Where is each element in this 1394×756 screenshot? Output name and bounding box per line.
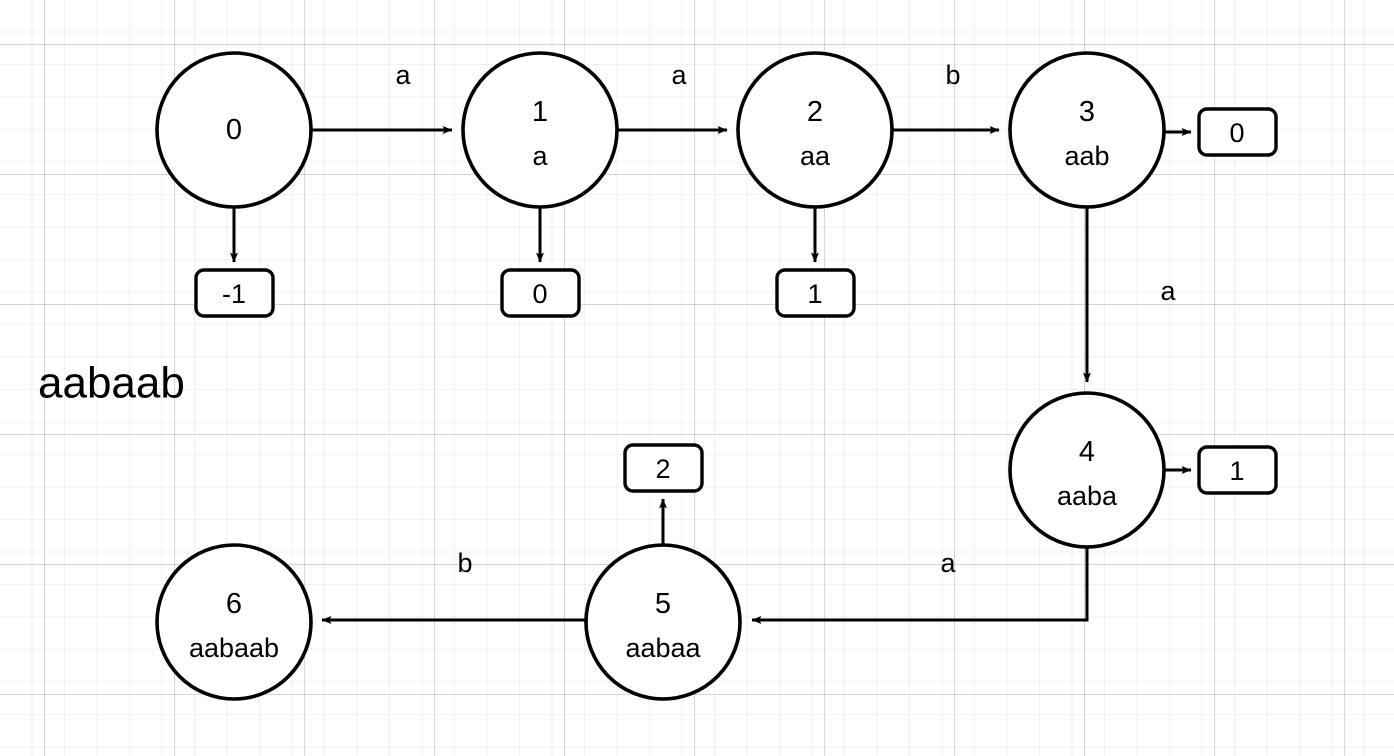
state-node-string: aabaa bbox=[625, 633, 701, 663]
state-node-index: 1 bbox=[532, 96, 548, 128]
output-box-value: 0 bbox=[532, 279, 547, 309]
state-node-circle bbox=[461, 51, 619, 209]
state-node-0[interactable]: 0 bbox=[155, 51, 313, 209]
edge-label-n2-n3: b bbox=[945, 60, 960, 90]
state-node-index: 0 bbox=[226, 114, 242, 146]
state-node-4[interactable]: 4 aaba bbox=[1008, 391, 1166, 549]
input-string-label: aabaab bbox=[38, 359, 185, 408]
annotation-layer: aabaab bbox=[38, 359, 185, 408]
state-node-index: 5 bbox=[655, 588, 671, 620]
nodes-layer: 0 1 a 2 aa 3 aab bbox=[155, 51, 1166, 701]
state-node-1[interactable]: 1 a bbox=[461, 51, 619, 209]
output-box-n0[interactable]: -1 bbox=[194, 268, 275, 318]
edge-label-n3-n4: a bbox=[1160, 276, 1176, 306]
output-box-rect bbox=[1197, 107, 1278, 157]
state-node-index: 6 bbox=[226, 588, 242, 620]
state-node-6[interactable]: 6 aabaab bbox=[155, 543, 313, 701]
state-node-string: aabaab bbox=[189, 633, 279, 663]
output-box-rect bbox=[623, 443, 704, 493]
state-node-circle bbox=[155, 51, 313, 209]
output-box-rect bbox=[1197, 445, 1278, 495]
outputs-layer: -1 0 1 0 1 bbox=[194, 107, 1278, 495]
output-box-rect bbox=[194, 268, 275, 318]
edge-label-n4-n5: a bbox=[940, 548, 956, 578]
edge-label-n0-n1: a bbox=[395, 60, 411, 90]
output-box-n2[interactable]: 1 bbox=[775, 268, 856, 318]
state-node-circle bbox=[584, 543, 742, 701]
output-box-value: -1 bbox=[222, 279, 246, 309]
state-node-circle bbox=[1008, 51, 1166, 209]
output-box-rect bbox=[500, 268, 581, 318]
edge-labels-layer: a a b a a b bbox=[395, 60, 1176, 578]
output-box-n1[interactable]: 0 bbox=[500, 268, 581, 318]
edges-layer bbox=[230, 126, 1192, 624]
transition-edge-n4-n5 bbox=[751, 547, 1089, 624]
state-node-string: aab bbox=[1064, 141, 1109, 171]
state-node-string: aaba bbox=[1057, 481, 1118, 511]
edge-label-n1-n2: a bbox=[671, 60, 687, 90]
edge-label-n5-n6: b bbox=[457, 548, 472, 578]
state-node-index: 2 bbox=[807, 96, 823, 128]
state-node-3[interactable]: 3 aab bbox=[1008, 51, 1166, 209]
state-node-index: 3 bbox=[1079, 96, 1095, 128]
state-node-circle bbox=[1008, 391, 1166, 549]
state-node-circle bbox=[155, 543, 313, 701]
output-box-value: 1 bbox=[1229, 456, 1244, 486]
output-box-value: 1 bbox=[807, 279, 822, 309]
state-node-5[interactable]: 5 aabaa bbox=[584, 543, 742, 701]
state-node-index: 4 bbox=[1079, 436, 1095, 468]
output-box-n4[interactable]: 1 bbox=[1197, 445, 1278, 495]
state-node-string: a bbox=[532, 141, 548, 171]
output-box-rect bbox=[775, 268, 856, 318]
output-box-value: 0 bbox=[1229, 118, 1244, 148]
output-box-n5[interactable]: 2 bbox=[623, 443, 704, 493]
state-node-string: aa bbox=[800, 141, 831, 171]
output-box-value: 2 bbox=[655, 454, 670, 484]
state-node-2[interactable]: 2 aa bbox=[736, 51, 894, 209]
state-node-circle bbox=[736, 51, 894, 209]
output-box-n3[interactable]: 0 bbox=[1197, 107, 1278, 157]
